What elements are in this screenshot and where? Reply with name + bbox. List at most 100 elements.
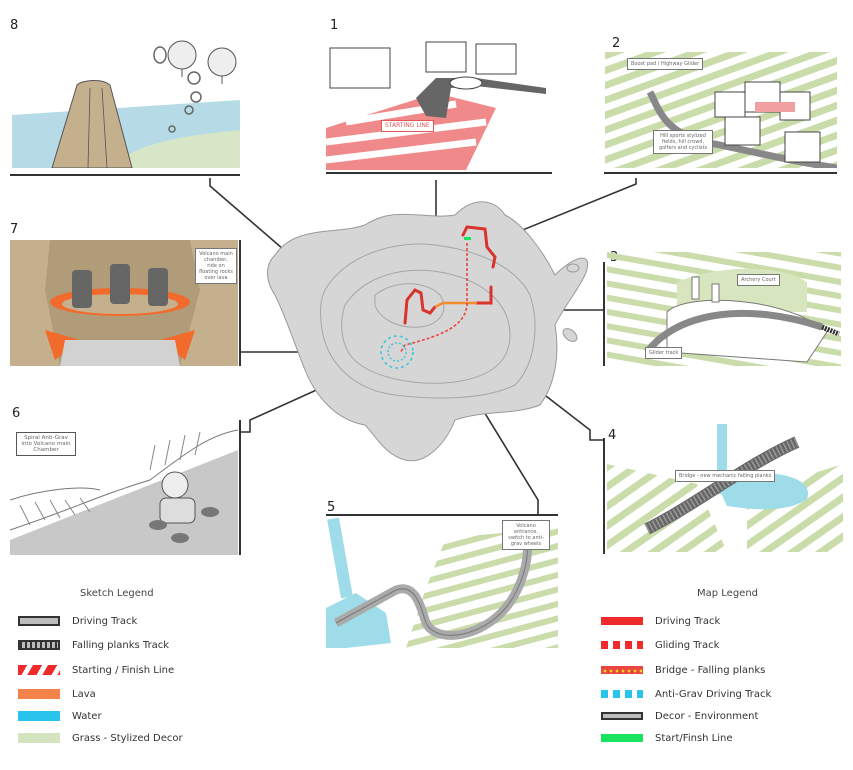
sketch-legend-label: Falling planks Track xyxy=(72,639,170,651)
panel-5-top-rule xyxy=(326,514,558,516)
panel-1-starting-line-sketch: STARTING LINE xyxy=(326,38,552,170)
panel-7-number: 7 xyxy=(10,222,19,237)
panel-4-side-rule xyxy=(603,438,605,554)
track xyxy=(644,309,824,355)
map-legend-item: Bridge - Falling planks xyxy=(601,663,765,677)
sketch-legend-item: Grass - Stylized Decor xyxy=(18,731,183,745)
island-contour xyxy=(374,283,445,328)
map-driving-track xyxy=(461,225,497,269)
hot-air-balloon xyxy=(167,40,237,84)
panel-6-antigrav-sketch: Spiral Anti-Grav into Volcano main Chamb… xyxy=(10,420,238,555)
island-contour xyxy=(320,243,536,399)
panel-5-tag: Volcano entrance, switch to anti-grav wh… xyxy=(502,520,550,550)
kart-driver xyxy=(149,471,219,543)
river xyxy=(717,473,809,510)
grey-box-swatch-icon xyxy=(601,712,643,720)
smoke-rings xyxy=(153,46,202,133)
panel-8-number: 8 xyxy=(10,18,19,33)
panel-6-number: 6 xyxy=(12,406,21,421)
panel-2-tag-top: Boost pad / Highway Glider xyxy=(627,58,704,70)
waterfall xyxy=(327,518,353,599)
sketch-legend-item: Falling planks Track xyxy=(18,638,169,652)
waterfall xyxy=(717,424,727,494)
panel-3-tag-bottom: Glider track xyxy=(645,347,683,359)
floating-rocks xyxy=(72,264,168,308)
start-finish-stripes-swatch-icon xyxy=(18,665,60,675)
map-antigrav-track xyxy=(387,342,407,362)
map-legend-item: Anti-Grav Driving Track xyxy=(601,687,771,701)
panel-7-tag: Volcano main chamber, ride on floating r… xyxy=(195,248,237,284)
panel-2-underline xyxy=(604,172,837,174)
map-legend-label: Decor - Environment xyxy=(655,710,759,722)
map-legend-title: Map Legend xyxy=(697,588,759,599)
sketch-legend-item: Water xyxy=(18,709,102,723)
panel-5-river-road-sketch: Volcano entrance, switch to anti-grav wh… xyxy=(326,518,558,648)
map-driving-track xyxy=(475,285,493,305)
panel-8-volcano-sketch xyxy=(12,40,240,168)
panel-1-tag: STARTING LINE xyxy=(381,120,434,132)
panel-1-underline xyxy=(326,172,552,174)
map-driving-track xyxy=(403,288,437,325)
panel-3-side-rule xyxy=(603,262,605,366)
map-antigrav-track xyxy=(380,335,414,369)
panel-2-number: 2 xyxy=(612,36,621,51)
starting-line xyxy=(755,102,795,112)
map-legend-label: Start/Finsh Line xyxy=(655,732,733,744)
water-swatch-icon xyxy=(18,711,60,721)
map-legend-item: Driving Track xyxy=(601,614,720,628)
panel-6-side-rule xyxy=(239,420,241,555)
sketch-legend-label: Water xyxy=(72,710,102,722)
solid-red-swatch-icon xyxy=(601,617,643,625)
coast-grass xyxy=(122,130,240,168)
sketch-legend-label: Driving Track xyxy=(72,615,138,627)
panel-3-hillside-sketch: Archery Court Glider track xyxy=(607,252,841,366)
panel-2-tag-bottom: Hill sports stylized fields, hill crowd,… xyxy=(653,130,713,154)
map-legend-item: Decor - Environment xyxy=(601,709,758,723)
dashed-cyan-swatch-icon xyxy=(601,690,643,698)
map-legend-item: Start/Finsh Line xyxy=(601,731,733,745)
sketch-legend-item: Lava xyxy=(18,687,96,701)
volcano xyxy=(51,80,133,168)
bridge-dotted-swatch-icon xyxy=(601,666,643,674)
panel-2-town-sketch: Boost pad / Highway Glider Hill sports s… xyxy=(605,52,837,168)
panel-4-number: 4 xyxy=(608,428,617,443)
connector-6 xyxy=(241,363,375,433)
sketch-legend-label: Grass - Stylized Decor xyxy=(72,732,183,744)
panel-7-volcano-chamber-sketch: Volcano main chamber, ride on floating r… xyxy=(10,240,238,366)
track xyxy=(60,340,180,366)
map-legend-label: Bridge - Falling planks xyxy=(655,664,766,676)
island-islet xyxy=(562,328,578,342)
map-bridge-falling-planks xyxy=(434,301,477,309)
panel-6-tag: Spiral Anti-Grav into Volcano main Chamb… xyxy=(16,432,76,456)
map-legend-label: Driving Track xyxy=(655,615,721,627)
map-legend-item: Gliding Track xyxy=(601,638,719,652)
panel-3-tag-top: Archery Court xyxy=(737,274,780,286)
panel-8-underline xyxy=(10,174,240,176)
track xyxy=(416,78,546,118)
sketch-legend-title: Sketch Legend xyxy=(80,588,154,599)
falling-planks-swatch-icon xyxy=(18,640,60,650)
panel-1-number: 1 xyxy=(330,18,339,33)
island-contour xyxy=(341,269,511,384)
sketch-legend-label: Lava xyxy=(72,688,96,700)
island-landmass xyxy=(267,201,589,462)
driving-track-swatch-icon xyxy=(18,616,60,626)
panel-5-number: 5 xyxy=(327,500,336,515)
panel-4-bridge-sketch: Bridge - new mechanic falling planks xyxy=(607,424,843,552)
map-gliding-track xyxy=(399,243,468,354)
map-legend-label: Anti-Grav Driving Track xyxy=(655,688,772,700)
map-start-finish-line xyxy=(464,237,471,240)
sketch-legend-item: Starting / Finish Line xyxy=(18,663,174,677)
dashed-red-swatch-icon xyxy=(601,641,643,649)
lava-swatch-icon xyxy=(18,689,60,699)
panel-4-tag: Bridge - new mechanic falling planks xyxy=(675,470,776,482)
island-islet xyxy=(566,263,580,273)
connector-2 xyxy=(497,178,637,241)
panel-7-side-rule xyxy=(239,240,241,366)
sketch-legend-label: Starting / Finish Line xyxy=(72,664,175,676)
sketch-legend-item: Driving Track xyxy=(18,614,137,628)
map-legend-label: Gliding Track xyxy=(655,639,720,651)
island-map xyxy=(267,201,589,462)
grass-swatch-icon xyxy=(18,733,60,743)
solid-green-swatch-icon xyxy=(601,734,643,742)
